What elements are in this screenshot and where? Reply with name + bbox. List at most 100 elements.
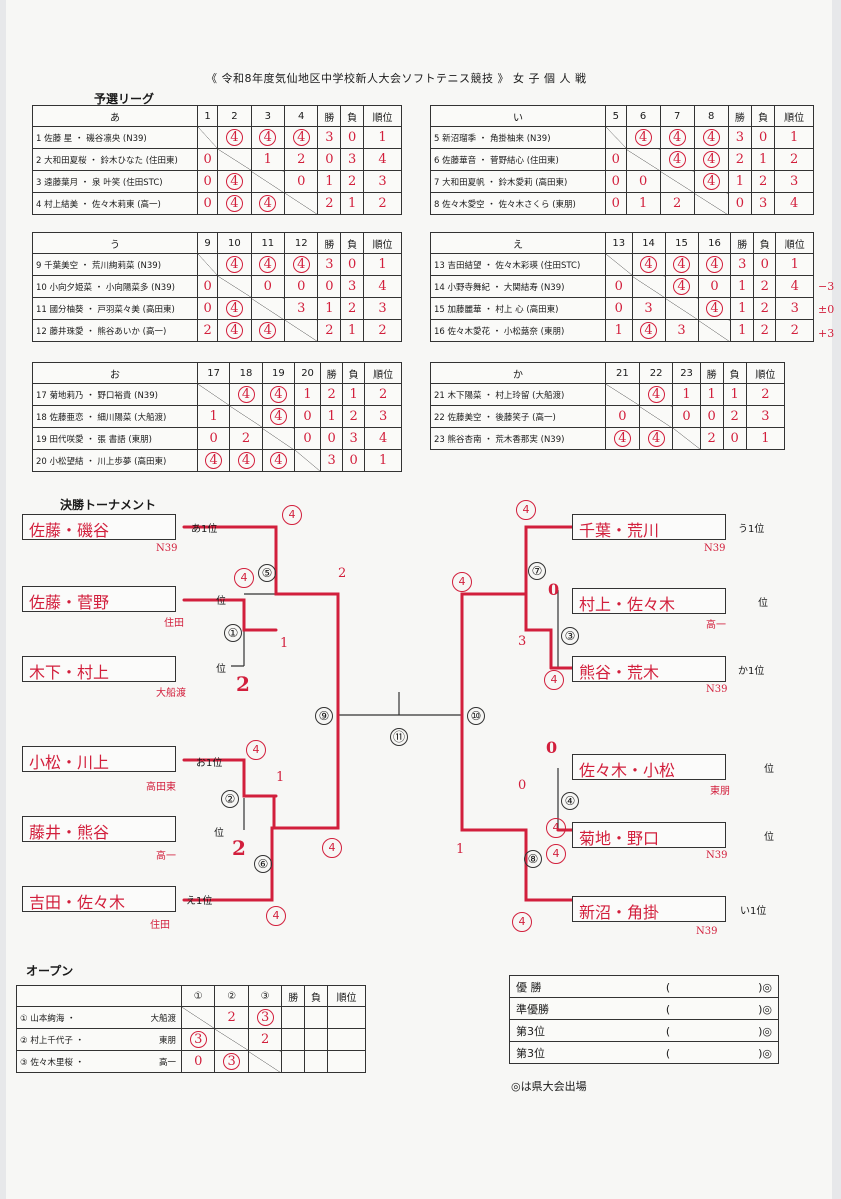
slot-label: 位: [216, 664, 226, 675]
diag-cell: [247, 1050, 283, 1073]
diag-cell: [217, 148, 252, 171]
league-i-table: い 5 6 7 8 勝 負 順位 5 新沼瑠季 ・ 角掛柚来 (N39) 4 4…: [430, 105, 814, 215]
score-cell: 4: [261, 449, 296, 472]
table-row: 20 小松望結 ・ 川上歩夢 (高田東) 4 4 4 3 0 1: [32, 449, 402, 472]
lose-cell: 2: [750, 170, 776, 193]
lose-head: 負: [750, 105, 776, 127]
table-row: ③ 佐々木里桜 ・高一 0 3: [16, 1050, 367, 1073]
score-mark: 2: [338, 566, 347, 581]
score-cell: 4: [631, 253, 666, 276]
side-note: +3: [818, 327, 835, 340]
slot-label: 位: [758, 598, 768, 609]
lose-cell: 1: [340, 319, 364, 342]
right-player-box: 熊谷・荒木: [572, 656, 726, 682]
score-cell: 0: [180, 1050, 216, 1073]
pair-name: 8 佐々木愛空 ・ 佐々木さくら (東朋): [430, 192, 606, 215]
team-label: 高一: [706, 620, 726, 631]
table-row: 21 木下陽菜 ・ 村上玲留 (大船渡) 4 1 1 1 2: [430, 383, 786, 406]
bracket-lines: [182, 525, 574, 902]
pair-name: ① 山本絢海 ・大船渡: [16, 1006, 182, 1029]
rank-cell: 2: [775, 319, 814, 342]
lose-cell: 2: [752, 297, 777, 320]
score-cell: 4: [284, 126, 319, 149]
score-cell: 4: [605, 427, 640, 450]
diag-cell: [605, 126, 627, 149]
result-row: 第3位( )◎: [509, 1019, 779, 1042]
rank-cell: 2: [363, 319, 402, 342]
final-heading: 決勝トーナメント: [60, 498, 157, 512]
score-mark: 2: [232, 836, 246, 860]
score-mark: 4: [452, 572, 472, 592]
diag-cell: [284, 192, 319, 215]
score-cell: 3: [180, 1028, 216, 1051]
pair-name: 4 村上結美 ・ 佐々木莉東 (高一): [32, 192, 198, 215]
score-mark: 4: [322, 838, 342, 858]
team-label: 住田: [164, 618, 184, 629]
diag-cell: [196, 383, 231, 406]
score-mark: 3: [518, 634, 527, 649]
score-cell: 4: [284, 253, 319, 276]
side-note: ±0: [818, 303, 835, 316]
score-cell: 4: [250, 192, 286, 215]
slot-label: え1位: [186, 896, 213, 907]
table-row: 5 新沼瑠季 ・ 角掛柚来 (N39) 4 4 4 3 0 1: [430, 126, 814, 149]
match-number: ②: [221, 790, 239, 808]
score-mark: 0: [548, 580, 560, 599]
rank-cell: [326, 1028, 367, 1051]
slot-label: 位: [764, 764, 774, 775]
table-row: 18 佐藤亜恋 ・ 細川陽菜 (大船渡) 1 4 0 1 2 3: [32, 405, 402, 428]
league-ka-table: か 21 22 23 勝 負 順位 21 木下陽菜 ・ 村上玲留 (大船渡) 4…: [430, 362, 786, 450]
score-mark: 4: [546, 844, 566, 864]
win-cell: [281, 1028, 306, 1051]
result-label: 優 勝( )◎: [509, 975, 779, 998]
slot-label: あ1位: [191, 524, 218, 535]
pair-name: ② 村上千代子 ・東朋: [16, 1028, 182, 1051]
team-label: N39: [704, 543, 726, 554]
slot-label: 位: [216, 596, 226, 607]
table-row: 4 村上結美 ・ 佐々木莉東 (高一) 0 4 4 2 1 2: [32, 192, 402, 215]
win-path: [182, 713, 340, 902]
score-cell: 4: [638, 427, 674, 450]
win-path: [460, 713, 574, 902]
lose-cell: [304, 1006, 328, 1029]
table-row: 12 藤井珠愛 ・ 熊谷あいか (高一) 2 4 4 2 1 2: [32, 319, 402, 342]
slot-label: い1位: [740, 906, 767, 917]
result-row: 準優勝( )◎: [509, 997, 779, 1020]
left-player-box: 小松・川上: [22, 746, 176, 772]
league-o-table: お 17 18 19 20 勝 負 順位 17 菊地莉乃 ・ 野口裕貴 (N39…: [32, 362, 402, 472]
result-row: 優 勝( )◎: [509, 975, 779, 998]
rank-cell: 4: [774, 192, 814, 215]
left-player-box: 吉田・佐々木: [22, 886, 176, 912]
diag-cell: [250, 170, 286, 193]
score-cell: 4: [659, 148, 695, 171]
match-number: ⑤: [258, 564, 276, 582]
right-player-box: 新沼・角掛: [572, 896, 726, 922]
diag-cell: [250, 297, 286, 320]
score-mark: 4: [516, 500, 536, 520]
rank-cell: 2: [363, 192, 402, 215]
page-title: 《 令和8年度気仙地区中学校新人大会ソフトテニス競技 》 女 子 個 人 戦: [206, 72, 587, 85]
team-label: 高田東: [146, 782, 176, 793]
table-row: 3 遠藤葉月 ・ 泉 叶笑 (住田STC) 0 4 0 1 2 3: [32, 170, 402, 193]
left-player-box: 佐藤・菅野: [22, 586, 176, 612]
diag-cell: [294, 449, 322, 472]
open-heading: オープン: [26, 964, 74, 978]
lose-cell: 2: [342, 405, 366, 428]
team-label: N39: [696, 926, 718, 937]
side-note: −3: [818, 280, 835, 293]
score-cell: 4: [261, 383, 296, 406]
col-head: ①: [180, 985, 216, 1007]
win-cell: 1: [320, 405, 344, 428]
table-row: 19 田代咲愛 ・ 張 書語 (東朋) 0 2 0 0 3 4: [32, 427, 402, 450]
win-cell: [281, 1006, 306, 1029]
score-mark: 4: [266, 906, 286, 926]
prelim-heading: 予選リーグ: [94, 92, 155, 106]
league-a-table: あ 1 2 3 4 勝 負 順位 1 佐藤 星 ・ 磯谷凛央 (N39) 4 4…: [32, 105, 402, 215]
team-label: 大船渡: [156, 688, 186, 699]
lose-cell: 2: [752, 319, 777, 342]
right-player-box: 村上・佐々木: [572, 588, 726, 614]
table-row: ② 村上千代子 ・東朋 3 2: [16, 1028, 367, 1051]
score-cell: 4: [217, 126, 252, 149]
open-table: ① ② ③ 勝 負 順位 ① 山本絢海 ・大船渡 2 3 ② 村上千代子 ・東朋…: [16, 985, 367, 1073]
table-row: 2 大和田夏桜 ・ 鈴木ひなた (住田東) 0 1 2 0 3 4: [32, 148, 402, 171]
